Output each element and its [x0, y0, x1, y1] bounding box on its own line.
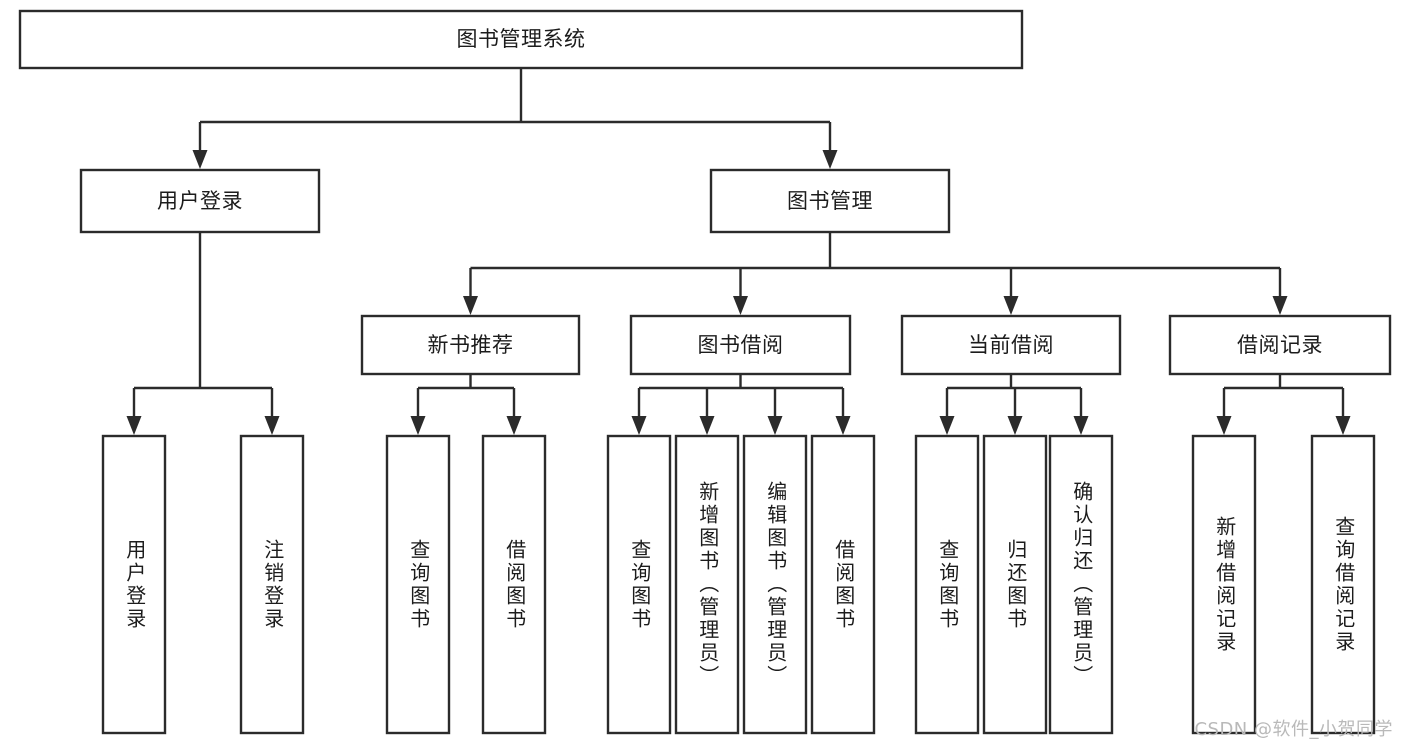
node-box-new-book-recommend[interactable]: [360, 314, 581, 376]
node-box-book-borrow[interactable]: [629, 314, 852, 376]
arrow-head-icon: [192, 150, 208, 169]
node-box-leaf-return-book[interactable]: [982, 434, 1048, 735]
watermark-text: CSDN @软件_小贺同学: [1194, 719, 1393, 740]
node-box-borrow-record[interactable]: [1168, 314, 1392, 376]
node-box-leaf-query-record[interactable]: [1310, 434, 1376, 735]
arrow-head-icon: [410, 416, 426, 435]
node-box-leaf-query-book-cur[interactable]: [914, 434, 980, 735]
node-box-leaf-query-book-rec[interactable]: [385, 434, 451, 735]
arrow-head-icon: [822, 150, 838, 169]
arrow-head-icon: [939, 416, 955, 435]
arrow-head-icon: [1272, 296, 1288, 315]
arrow-head-icon: [1335, 416, 1351, 435]
arrow-head-icon: [1007, 416, 1023, 435]
node-box-leaf-borrow-book-rec[interactable]: [481, 434, 547, 735]
node-box-current-borrow[interactable]: [900, 314, 1122, 376]
node-box-leaf-query-book-borrow[interactable]: [606, 434, 672, 735]
arrow-head-icon: [767, 416, 783, 435]
node-box-leaf-borrow-book[interactable]: [810, 434, 876, 735]
arrow-head-icon: [699, 416, 715, 435]
arrow-head-icon: [1003, 296, 1019, 315]
arrow-head-icon: [126, 416, 142, 435]
arrow-head-icon: [463, 296, 478, 315]
node-box-user-login[interactable]: [79, 168, 321, 234]
arrow-head-icon: [1073, 416, 1089, 435]
arrow-head-icon: [506, 416, 522, 435]
connector-layer: [126, 68, 1351, 435]
node-box-root[interactable]: [18, 9, 1024, 70]
node-box-book-manage[interactable]: [709, 168, 951, 234]
arrow-head-icon: [733, 296, 748, 315]
arrow-head-icon: [1216, 416, 1232, 435]
arrow-head-icon: [631, 416, 647, 435]
node-box-leaf-confirm-return[interactable]: [1048, 434, 1114, 735]
node-box-leaf-logout[interactable]: [239, 434, 305, 735]
arrow-head-icon: [264, 416, 280, 435]
node-box-leaf-add-book[interactable]: [674, 434, 740, 735]
node-box-leaf-edit-book[interactable]: [742, 434, 808, 735]
box-layer: [18, 9, 1392, 735]
node-box-leaf-user-login[interactable]: [101, 434, 167, 735]
arrow-head-icon: [835, 416, 851, 435]
node-box-leaf-add-record[interactable]: [1191, 434, 1257, 735]
